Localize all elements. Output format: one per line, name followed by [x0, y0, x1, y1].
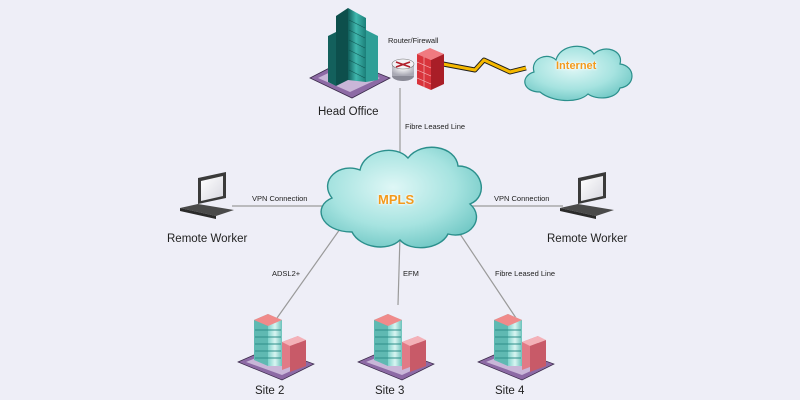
mpls-cloud-icon [320, 146, 482, 249]
site3-building-icon [357, 314, 435, 381]
site2-label: Site 2 [255, 385, 285, 397]
site4-label: Site 4 [495, 385, 525, 397]
remote-worker-right-label: Remote Worker [547, 233, 628, 245]
link-label-site2: ADSL2+ [272, 269, 301, 278]
link-label-head-office: Fibre Leased Line [405, 122, 466, 131]
mpls-label: MPLS [378, 192, 415, 207]
router-firewall-label: Router/Firewall [388, 36, 439, 45]
internet-label: Internet [556, 60, 597, 72]
link-site4 [451, 221, 517, 319]
internet-cloud-icon [524, 45, 633, 102]
link-label-site4: Fibre Leased Line [495, 269, 556, 278]
head-office-building-icon [309, 8, 391, 99]
head-office-label: Head Office [318, 106, 379, 118]
internet-link-lightning [442, 57, 527, 75]
firewall-icon [416, 48, 444, 90]
link-label-site3: EFM [403, 269, 419, 278]
connection-lines [232, 88, 563, 319]
link-site3 [397, 235, 401, 306]
link-site2 [276, 221, 346, 319]
laptop-icon-right [560, 172, 614, 219]
router-icon [391, 58, 415, 81]
laptop-icon-left [180, 172, 234, 219]
site2-building-icon [237, 314, 315, 381]
site3-label: Site 3 [375, 385, 405, 397]
link-label-vpn-left: VPN Connection [252, 194, 308, 203]
link-label-vpn-right: VPN Connection [494, 194, 550, 203]
remote-worker-left-label: Remote Worker [167, 233, 248, 245]
site4-building-icon [477, 314, 555, 381]
site-buildings [237, 314, 555, 381]
